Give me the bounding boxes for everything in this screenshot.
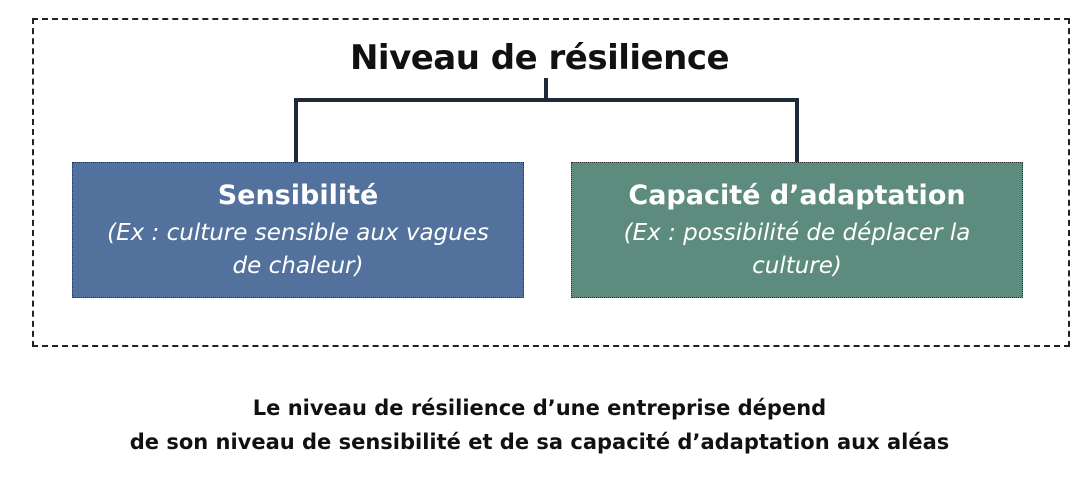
sensibilite-description: (Ex : culture sensible aux vagues de cha… — [107, 220, 489, 279]
caption: Le niveau de résilience d’une entreprise… — [0, 391, 1079, 459]
diagram-title: Niveau de résilience — [349, 38, 730, 78]
dashed-frame — [32, 18, 1070, 347]
sensibilite-box: Sensibilité (Ex : culture sensible aux v… — [72, 162, 524, 298]
capacite-adaptation-title: Capacité d’adaptation — [628, 180, 966, 211]
capacite-adaptation-description: (Ex : possibilité de déplacer la culture… — [623, 220, 971, 279]
caption-line-2: de son niveau de sensibilité et de sa ca… — [129, 430, 950, 454]
sensibilite-title: Sensibilité — [217, 180, 379, 211]
capacite-adaptation-box: Capacité d’adaptation (Ex : possibilité … — [571, 162, 1023, 298]
caption-line-1: Le niveau de résilience d’une entreprise… — [252, 396, 827, 420]
